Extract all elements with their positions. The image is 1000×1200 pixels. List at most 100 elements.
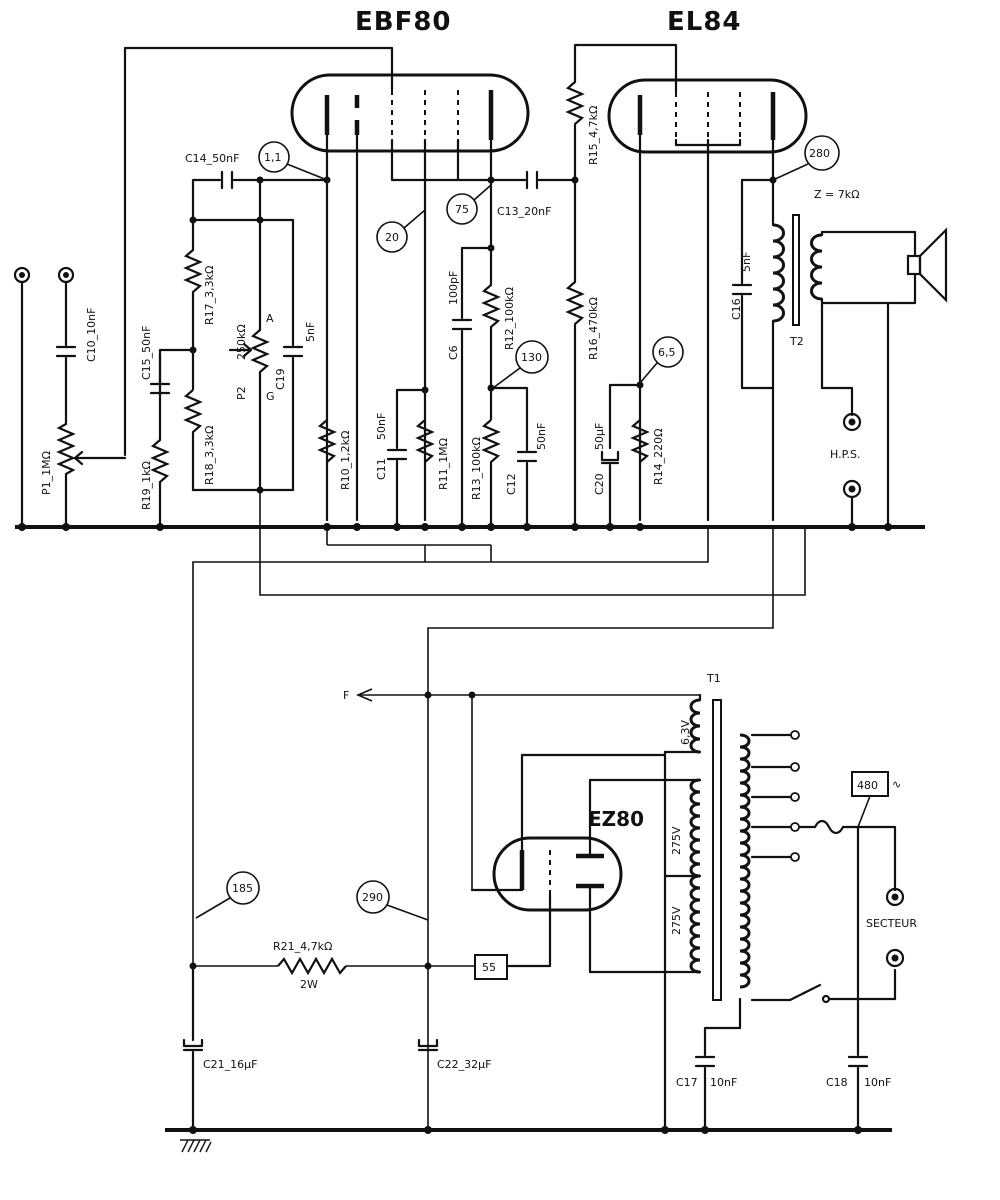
capacitor-c12 [489, 386, 538, 527]
resistor-r21 [193, 956, 475, 976]
label-c20-value: 50µF [593, 423, 606, 450]
label-r11: R11_1MΩ [437, 438, 450, 490]
label-c15: C15_50nF [140, 326, 153, 380]
label-c16-value: 5nF [740, 252, 753, 272]
label-t1: T1 [706, 672, 721, 685]
label-p2: P2 [235, 386, 248, 400]
label-c6-value: 100pF [447, 271, 460, 305]
label-f: F [343, 689, 349, 702]
resistor-r13 [481, 419, 501, 525]
label-c16: C16 [730, 298, 743, 320]
label-p2-value: 250kΩ [235, 324, 248, 360]
tube-ez80 [470, 753, 702, 974]
voltage-point-20 [376, 209, 426, 253]
resistor-r16 [565, 180, 585, 525]
voltage-point-1-1 [258, 141, 328, 181]
label-r12: R12_100kΩ [503, 287, 516, 350]
label-c22: C22_32µF [437, 1058, 492, 1071]
voltage-label-130: 130 [521, 351, 542, 364]
tube-title-el84: EL84 [667, 7, 742, 37]
capacitor-c13 [525, 170, 539, 190]
resistor-r12 [481, 248, 501, 420]
capacitor-c18 [847, 1055, 869, 1132]
label-c18: C18 [826, 1076, 848, 1089]
label-p2-g: G [266, 390, 275, 403]
resistor-r15 [565, 70, 585, 180]
capacitor-c15 [149, 348, 195, 395]
secteur-jacks [885, 887, 905, 968]
label-r10: R10_1,2kΩ [339, 431, 352, 490]
tube-el84 [607, 78, 808, 154]
label-c11: C11 [375, 458, 388, 480]
top-wiring [123, 43, 775, 522]
voltage-label-6-5: 6,5 [658, 346, 676, 359]
box-55 [474, 954, 508, 980]
voltage-point-6-5 [639, 336, 684, 384]
label-c6: C6 [447, 345, 460, 360]
voltage-point-75 [446, 184, 492, 225]
input-jacks [13, 266, 75, 527]
label-275v-lower: 275V [670, 906, 683, 935]
label-c11-value: 50nF [375, 413, 388, 440]
label-r16: R16_470kΩ [587, 297, 600, 360]
label-secteur: SECTEUR [866, 917, 917, 930]
label-c19-value: 5nF [304, 322, 317, 342]
resistor-r17 [183, 218, 203, 390]
capacitor-c6 [451, 246, 493, 527]
voltage-label-75: 75 [455, 203, 469, 216]
label-c12-value: 50nF [535, 423, 548, 450]
label-mains-sym: ∿ [892, 778, 901, 791]
voltage-point-185 [195, 871, 260, 919]
capacitor-c10 [55, 345, 77, 422]
label-r17: R17_3,3kΩ [203, 266, 216, 325]
potentiometer-p1 [56, 420, 127, 525]
label-275v-upper: 275V [670, 826, 683, 855]
voltage-point-130 [492, 340, 549, 389]
label-c20: C20 [593, 473, 606, 495]
resistor-r10 [317, 419, 337, 463]
label-c13: C13_20nF [497, 205, 551, 218]
label-c18-value: 10nF [864, 1076, 891, 1089]
bus-junctions-lower [189, 1126, 862, 1134]
label-z: Z = 7kΩ [814, 188, 860, 201]
label-p2-a: A [266, 312, 274, 325]
voltage-label-290: 290 [362, 891, 383, 904]
capacitor-c14 [220, 170, 234, 190]
label-r21: R21_4,7kΩ [273, 940, 332, 953]
potentiometer-p2 [191, 178, 270, 490]
label-t2: T2 [789, 335, 804, 348]
voltage-point-280 [772, 135, 840, 181]
label-r13: R13_100kΩ [470, 437, 483, 500]
label-c19: C19 [274, 368, 287, 390]
voltage-label-1-1: 1,1 [264, 151, 282, 164]
mains-selector [851, 771, 897, 1057]
label-r18: R18_3,3kΩ [203, 426, 216, 485]
capacitor-c22 [417, 1038, 439, 1052]
bus-junctions-upper [18, 523, 892, 531]
voltage-label-20: 20 [385, 231, 399, 244]
label-r14: R14_220Ω [652, 428, 665, 485]
supply-wiring [192, 490, 806, 1130]
label-r21-w: 2W [300, 978, 318, 991]
label-r15: R15_4,7kΩ [587, 106, 600, 165]
label-c21: C21_16µF [203, 1058, 258, 1071]
capacitor-c11 [386, 388, 427, 527]
voltage-label-280: 280 [809, 147, 830, 160]
capacitor-c16 [731, 178, 775, 390]
voltage-label-185: 185 [232, 882, 253, 895]
resistor-r11 [415, 419, 435, 463]
label-hps: H.P.S. [830, 448, 860, 461]
label-6-3v: 6,3V [679, 720, 692, 745]
loudspeaker-icon [906, 227, 948, 303]
label-mains-v: 480 [857, 779, 878, 792]
capacitor-c21 [182, 964, 204, 1132]
hps-jacks [820, 301, 890, 527]
capacitor-c19 [258, 218, 304, 492]
voltage-point-290 [356, 880, 429, 921]
label-box-55: 55 [482, 961, 496, 974]
label-c14: C14_50nF [185, 152, 239, 165]
label-p1: P1_1MΩ [40, 451, 53, 495]
resistor-r14 [630, 419, 650, 463]
tube-title-ebf80: EBF80 [355, 7, 452, 37]
transformer-t1 [663, 693, 897, 1132]
